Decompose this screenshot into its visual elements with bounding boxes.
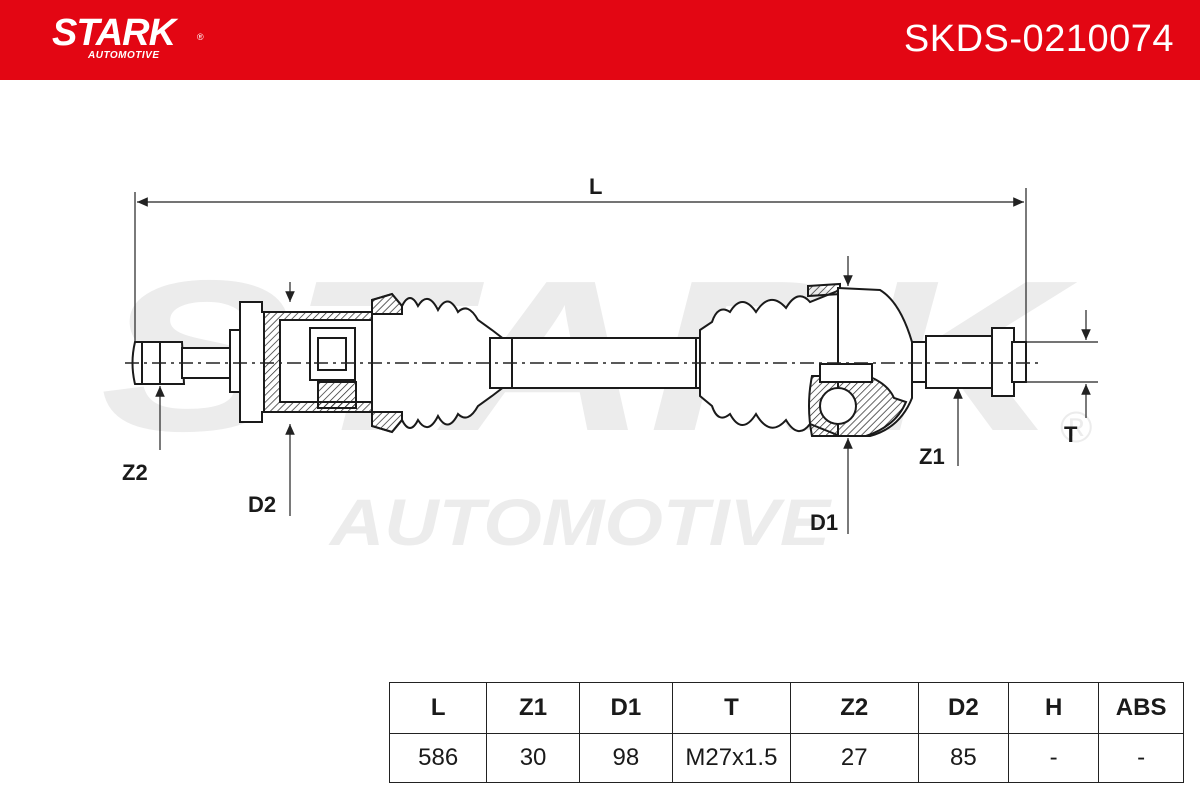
dimension-L (134, 188, 1027, 342)
right-thread (1011, 341, 1027, 383)
spec-header-cell: D1 (578, 682, 674, 734)
label-L: L (589, 174, 602, 199)
stark-logo: STARK ® AUTOMOTIVE (52, 10, 222, 70)
part-number: SKDS-0210074 (903, 18, 1174, 60)
logo-registered-mark: ® (197, 32, 204, 42)
spec-value-cell: 30 (486, 733, 580, 783)
spec-header-cell: L (388, 682, 488, 734)
spec-value-cell: M27x1.5 (672, 733, 791, 783)
dimension-T (1026, 310, 1098, 418)
right-nut (991, 327, 1015, 397)
spec-header-cell: D2 (917, 682, 1010, 734)
spec-value-cell: 85 (917, 733, 1010, 783)
label-Z1: Z1 (919, 444, 945, 469)
spec-value-cell: - (1008, 733, 1100, 783)
logo-sub: AUTOMOTIVE (88, 50, 160, 61)
spec-header-row: L Z1 D1 T Z2 D2 H ABS (388, 682, 1184, 734)
spec-header-cell: H (1008, 682, 1100, 734)
spec-value-row: 586 30 98 M27x1.5 27 85 - - (388, 733, 1184, 783)
watermark-sub: AUTOMOTIVE (328, 485, 833, 559)
spec-header-cell: Z2 (789, 682, 919, 734)
spec-value-cell: 586 (388, 733, 488, 783)
spec-value-cell: 27 (789, 733, 919, 783)
spec-value-cell: 98 (578, 733, 674, 783)
drive-shaft-drawing: STARK AUTOMOTIVE ® (100, 174, 1098, 559)
spec-value-cell: - (1098, 733, 1184, 783)
label-Z2: Z2 (122, 460, 148, 485)
spec-header-cell: Z1 (486, 682, 580, 734)
spec-header-cell: T (672, 682, 791, 734)
header-bar: STARK ® AUTOMOTIVE SKDS-0210074 (0, 0, 1200, 80)
watermark-registered-mark: ® (1060, 403, 1092, 452)
spec-table: L Z1 D1 T Z2 D2 H ABS 586 30 98 M27x1.5 … (388, 682, 1184, 783)
label-D1: D1 (810, 510, 838, 535)
logo-brand: STARK (52, 12, 176, 54)
spec-header-cell: ABS (1098, 682, 1184, 734)
label-D2: D2 (248, 492, 276, 517)
right-spline (925, 335, 997, 389)
label-T: T (1064, 422, 1078, 447)
